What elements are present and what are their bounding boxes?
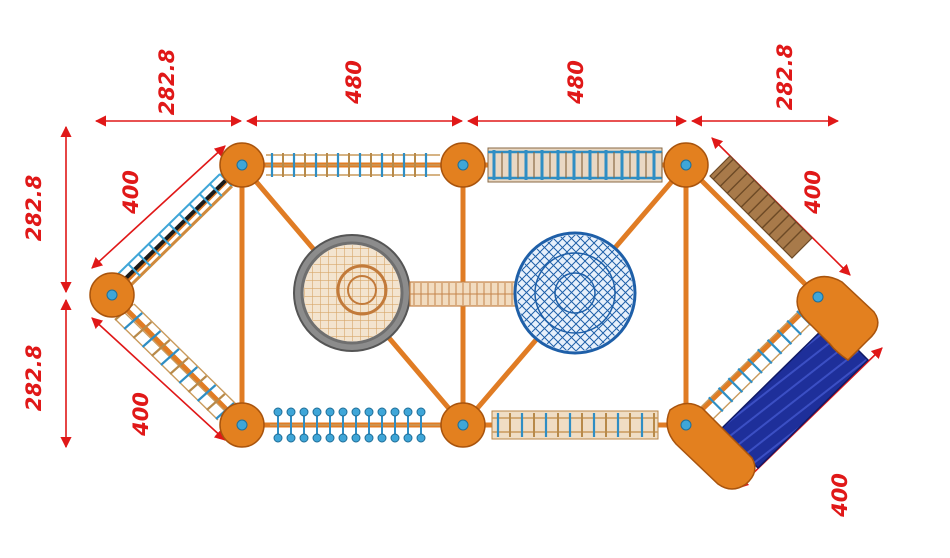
dimension-labels: 282.8 480 480 282.8 282.8 282.8 400 400 …: [22, 44, 852, 518]
bridge-top-left: [266, 153, 440, 177]
dimension-label-diag-lower-left: 400: [129, 392, 153, 437]
platform-right-apex: [796, 275, 879, 361]
platform-bottom-right: [666, 402, 756, 490]
stepping-discs-bottom-left: [270, 407, 440, 443]
rope-drum-left: [293, 234, 411, 352]
dimension-label-left-lower: 282.8: [22, 345, 46, 411]
balance-beam-upper-left: [117, 173, 234, 288]
platform-bottom-center: [440, 402, 486, 448]
ladder-lower-left: [114, 303, 237, 421]
dimension-line-diag-upper-left: [91, 145, 226, 269]
platform-bottom-left: [219, 402, 265, 448]
geodesic-dome-right: [513, 231, 637, 355]
bridge-bottom-right: [491, 410, 659, 440]
wooden-bridge-upper-right: [709, 155, 813, 259]
dimension-label-top-mid-right: 480: [564, 60, 588, 105]
platform-top-center: [440, 142, 486, 188]
dimension-label-top-left: 282.8: [155, 49, 179, 115]
dimension-label-top-right: 282.8: [773, 44, 797, 110]
bridge-top-right: [487, 147, 663, 183]
dimension-label-diag-upper-left: 400: [119, 170, 143, 215]
dimension-label-top-mid-left: 480: [342, 60, 366, 105]
dimension-label-diag-upper-right: 400: [801, 170, 825, 215]
platform-top-left: [219, 142, 265, 188]
platform-top-right: [663, 142, 709, 188]
platform-left-apex: [89, 272, 135, 318]
dimension-line-diag-lower-left: [91, 317, 226, 441]
net-tunnel-center: [409, 281, 529, 307]
dimension-label-left-upper: 282.8: [22, 175, 46, 241]
platforms: [89, 142, 879, 490]
dimension-label-diag-lower-right: 400: [828, 473, 852, 518]
